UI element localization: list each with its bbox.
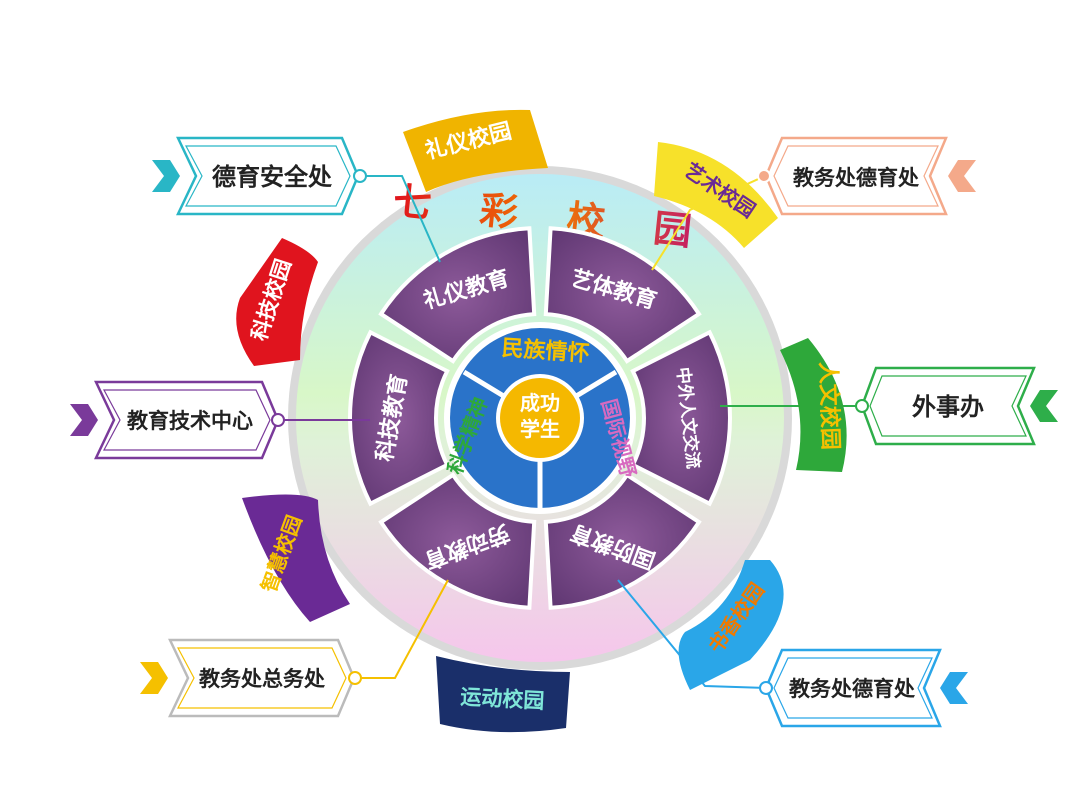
petal-renwen: 人文校园: [780, 338, 847, 472]
connector-node: [271, 413, 285, 427]
connector-top-left: [360, 175, 441, 263]
connector-node: [757, 169, 771, 183]
dept-box-top-right: 教务处德育处: [757, 136, 976, 216]
dept-label-top-left: 德育安全处: [212, 162, 332, 191]
arrow-right-icon: [140, 662, 168, 694]
petal-yundong: 运动校园: [436, 656, 570, 733]
arrow-right-icon: [70, 404, 98, 436]
dept-box-bottom-left: 教务处总务处: [140, 638, 362, 718]
dept-label-mid-left: 教育技术中心: [127, 408, 253, 433]
sector-renwen: [630, 329, 732, 507]
petal-shuxiang: 书香校园: [678, 560, 784, 690]
dept-box-bottom-right: 教务处德育处: [759, 648, 968, 728]
dept-box-mid-left: 教育技术中心: [70, 380, 285, 460]
connector-node: [855, 399, 869, 413]
dept-label-bottom-left: 教务处总务处: [199, 666, 325, 691]
sector-ring: 礼仪教育艺体教育中外人文交流国防教育劳动教育科技教育: [348, 226, 732, 610]
arrow-left-icon: [1030, 390, 1058, 422]
petal-zhihui: 智慧校园: [242, 494, 350, 622]
center-line2: 学生: [520, 417, 560, 441]
connector-node: [759, 681, 773, 695]
petal-label-yundong: 运动校园: [460, 684, 545, 713]
connector-bottom-left: [355, 579, 449, 679]
connector-node: [353, 169, 367, 183]
petal-liyi: 礼仪校园: [403, 109, 548, 192]
sector-laodong: [378, 472, 537, 610]
dept-label-bottom-right: 教务处德育处: [789, 676, 915, 701]
dept-box-mid-right: 外事办: [855, 366, 1058, 446]
arrow-right-icon: [152, 160, 180, 192]
dept-box-top-left: 德育安全处: [152, 136, 367, 216]
connector-node: [348, 671, 362, 685]
dept-label-mid-right: 外事办: [912, 392, 984, 421]
sector-keji: [348, 329, 450, 507]
sector-yiti: [543, 226, 702, 364]
arrow-left-icon: [948, 160, 976, 192]
inner-label-national: 民族情怀: [501, 335, 591, 367]
petal-label-renwen: 人文校园: [814, 361, 843, 450]
center-line1: 成功: [520, 391, 560, 415]
sector-liyi: [378, 226, 537, 364]
dept-label-top-right: 教务处德育处: [793, 165, 919, 190]
center-circle: [500, 378, 580, 458]
connector-bottom-right: [617, 579, 766, 689]
arrow-left-icon: [940, 672, 968, 704]
sector-guofang: [543, 472, 702, 610]
